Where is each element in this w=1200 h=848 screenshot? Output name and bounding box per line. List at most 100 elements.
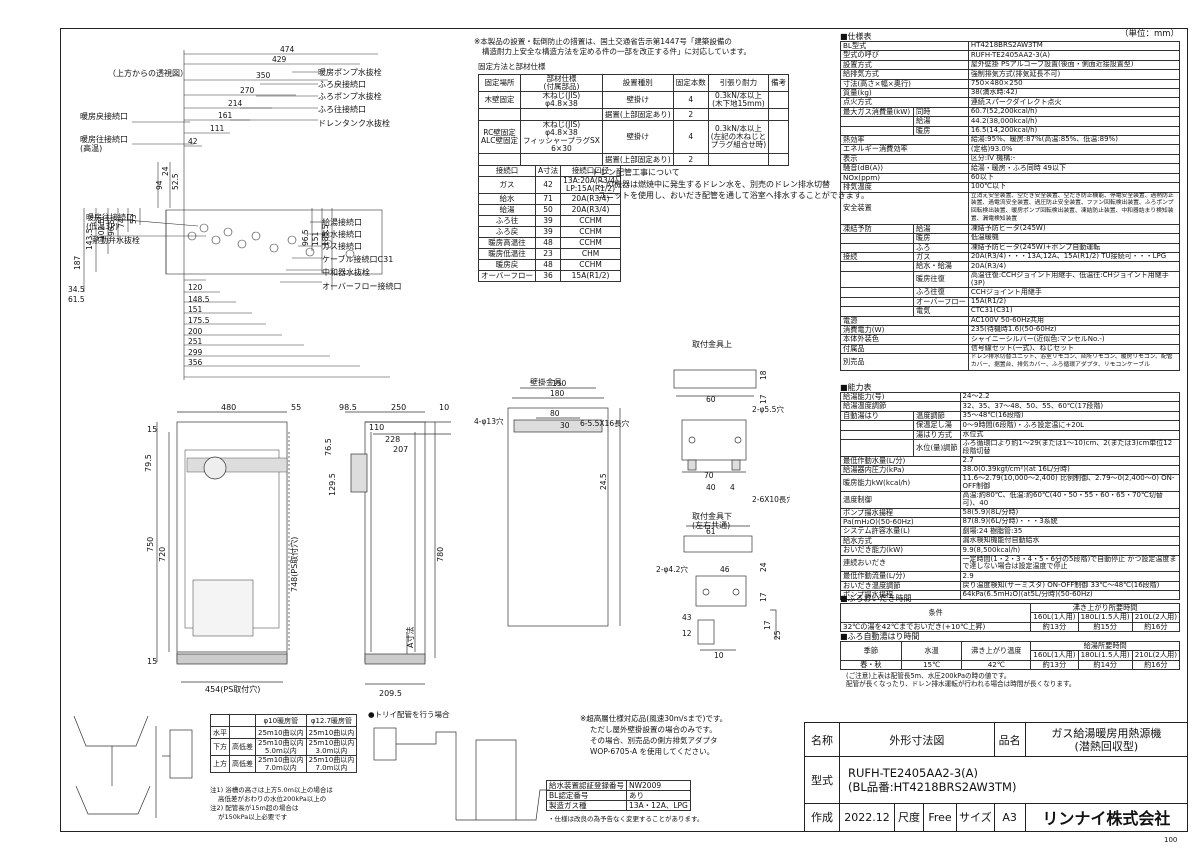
conn-cell: 13A:20A(R3/4) LP:15A(R1/2) [560,176,622,194]
fix-cell [768,108,790,121]
top-dim: 251 [188,337,203,346]
tb-scale-value: Free [923,802,957,833]
front-dim: 250 [391,403,406,412]
tb-company: リンナイ株式会社 [1024,802,1189,833]
bath-fill-title: ■ふろ自動湯はり時間 [840,632,920,641]
top-dim: 61.5 [68,295,85,304]
spec-label: 排気温度 [840,182,969,193]
reheat-sub-160: 160L(1人用) [1030,612,1079,623]
perf-row: 水位(量)調節ふろ循環口より約1～29(または1～10)cm、2(または3)cm… [840,439,1181,457]
perf-value: 11.6～2.79(10,000～2,400) 比例制御、2.79～0(2,40… [959,474,1181,493]
spec-value: 立消え安全装置、空だき安全装置、空だき防止機能、停電安全装置、過熱防止装置、過電… [967,191,1181,225]
fix-cell [768,153,790,166]
spec-label [840,261,914,272]
top-dim: 94 [155,180,164,190]
fix-cell [768,120,790,154]
top-dim: 96.5 [301,229,310,246]
fix-row: 据置(上部固定あり)2 [477,108,790,121]
label-gas-conn: ガス接続口 [322,242,362,251]
tb-name-label: 名称 [804,721,840,758]
perf-value: 64kPa(6.5mH₂O)(at5L/分時)(50-60Hz) [959,590,1181,601]
label-cable-conn: ケーブル接続口C31 [322,255,394,264]
front-dim: 110 [369,423,384,432]
pipe-cell: 水平 [210,726,230,739]
perf-value: 一定時間(1・2・3・4・5・6分の5段階)で自動停止 かつ設定温度まで達しない… [959,554,1181,573]
spec-row: 別売品ドレン排水切替ユニット、浴室リモコン、台所リモコン、暖房リモコン、配管カバ… [840,353,1181,371]
top-dim: 111 [210,124,225,133]
perf-value: 0～9時間(6段階)・ふろ設定温に+20L [959,420,1181,431]
conn-cell: 71 [534,193,562,205]
pipe-note-4: が150kPa以上必要です [218,813,288,821]
conn-cell: 48 [534,237,562,249]
spec-label: 安全装置 [840,191,969,225]
reheat-sub-180: 180L(1.5人用) [1077,612,1133,623]
front-dim: A寸法 [405,627,415,648]
tb-product-label: 品名 [993,721,1026,758]
perf-row: 最低作動流量(L/分)2.9 [840,571,1181,582]
install-note-line2: 構造耐力上安全な構造方法を定める件の一部を改正する件」に対応しています。 [482,47,752,56]
top-dim: 120 [188,283,203,292]
spec-value: 信号線セット(一式)、ねじセット [967,343,1181,355]
spec-label [840,116,914,127]
fill-season: 春・秋 [840,659,902,671]
front-dim: 55 [291,403,301,412]
conn-cell: 39 [534,226,562,238]
drain-note-line3: ユニットを使用し、おいだき配管を通して浴室へ排水することができます。 [598,191,869,200]
reheat-sub-210: 210L(2人用) [1131,612,1181,623]
cert-row: BL認定番号あり [546,790,691,801]
conn-cell: CCHM [560,237,622,249]
perf-value: 87(8.9)(6L/分時)・・・3系統 [959,517,1181,528]
brk-dim: 4-φ13穴 [474,416,504,426]
perf-label: 自動湯はり [840,410,914,422]
reheat-val-160: 約13分 [1030,621,1079,633]
top-dim: 143.5 [85,228,94,250]
fix-cell: 0.3kN/本以上 (木下地15mm) [707,91,770,109]
spec-value: 高温往復:CCHジョイント用継手、低温往:CHジョイント用継手(3P) [967,270,1181,289]
spec-label: 接続 [840,251,914,263]
drain-note-line2: この機器は燃焼中に発生するドレン水を、別売のドレン排水切替 [598,180,830,189]
front-dim: 748(PS取付穴) [289,537,299,592]
perf-label [840,429,914,440]
tb-model-label: 型式 [804,756,840,804]
conn-cell: ガス [478,176,536,194]
brk-dim: 17 [759,394,768,404]
spec-label: 給排気方式 [840,69,969,80]
fix-cell: 据置(上部固定あり) [601,108,674,121]
spec-row: 給排気方式強制排気方式(排気延長不可) [840,69,1181,80]
spec-label [840,233,914,243]
top-dim: 42 [188,137,198,146]
spec-section-title: ■仕様表 [840,32,872,41]
conn-cell: 暖房戻 [478,259,536,271]
brk-dim: 43 [682,613,692,622]
fill-val-160: 約13分 [1030,659,1079,671]
conn-cell: 給水 [478,193,536,205]
spec-row: 点火方式連続スパークダイレクト点火 [840,97,1181,108]
conn-cell: 48 [534,259,562,271]
spec-row: 凍結予防給湯凍結予防ヒータ(245W) [840,223,1181,235]
pipe-cell: 25m10曲以内 7.0m以内 [305,755,358,773]
brk-dim: 4 [730,483,735,492]
pipe-note-1: 注1) 浴槽の高さは上方5.0m以上の場合は [210,786,333,794]
spec-value: 区分:IV 機構:- [967,153,1181,165]
trough-piping-drawing [373,727,550,821]
perf-value: 劇場:24 樹脂管:35 [959,526,1181,537]
brk-dim: 10 [714,651,724,660]
conn-cell: CCHM [560,259,622,271]
perf-row: 給湯能力(号)24～2.2 [840,391,1181,403]
spec-value: CTC31(C31) [967,306,1181,317]
front-dim: 15 [147,425,157,434]
perf-sublabel: 湯はり方式 [913,429,961,441]
perf-value: 35～48℃(16段階) [959,410,1181,422]
spec-value: シャイニーシルバー(近似色:マンセルNo.-) [967,334,1181,345]
reheat-row-label: 32℃の湯を42℃までおいだき(+10℃上昇) [839,621,1032,633]
tb-name-value: 外形寸法図 [839,721,995,758]
perf-value: 38.0(0.39kgf/cm²)(at 16L/分時) [959,465,1181,476]
